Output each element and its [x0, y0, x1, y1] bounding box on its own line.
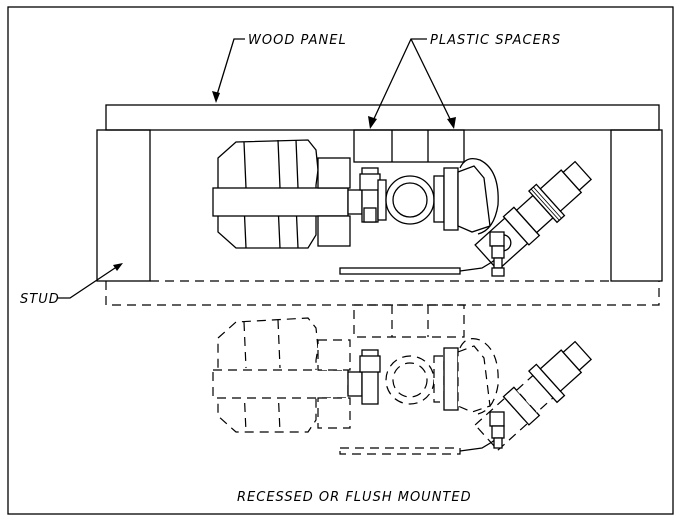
right-stud [610, 129, 663, 282]
stud-arrowhead [113, 263, 123, 271]
wood-panel-leader [215, 38, 245, 99]
regulator-body [212, 139, 363, 249]
valve-assembly [359, 157, 499, 235]
wood-panel-label: WOOD PANEL [248, 33, 347, 48]
wood-panel-arrowhead [212, 91, 220, 103]
caption: RECESSED OR FLUSH MOUNTED [237, 490, 472, 505]
sensing-line [339, 231, 505, 277]
plastic-spacers-label: PLASTIC SPACERS [430, 33, 561, 48]
recessed-angled-outlet [474, 340, 593, 452]
recessed-regulator [212, 317, 363, 433]
angled-outlet [474, 160, 593, 272]
recessed-wall-outline [105, 281, 660, 306]
drawing-border [7, 6, 674, 515]
spacer-arrowhead-right [447, 117, 456, 129]
spacer-arrowhead-left [368, 116, 377, 129]
plastic-spacers [353, 129, 465, 163]
left-stud [96, 129, 151, 282]
recessed-valve [359, 338, 499, 415]
recessed-spacers [353, 304, 465, 338]
stud-label: STUD [20, 292, 60, 307]
wood-panel [105, 104, 660, 131]
plastic-spacers-leader [371, 38, 453, 124]
stud-leader [58, 265, 119, 299]
recessed-sensing-line [339, 411, 505, 455]
